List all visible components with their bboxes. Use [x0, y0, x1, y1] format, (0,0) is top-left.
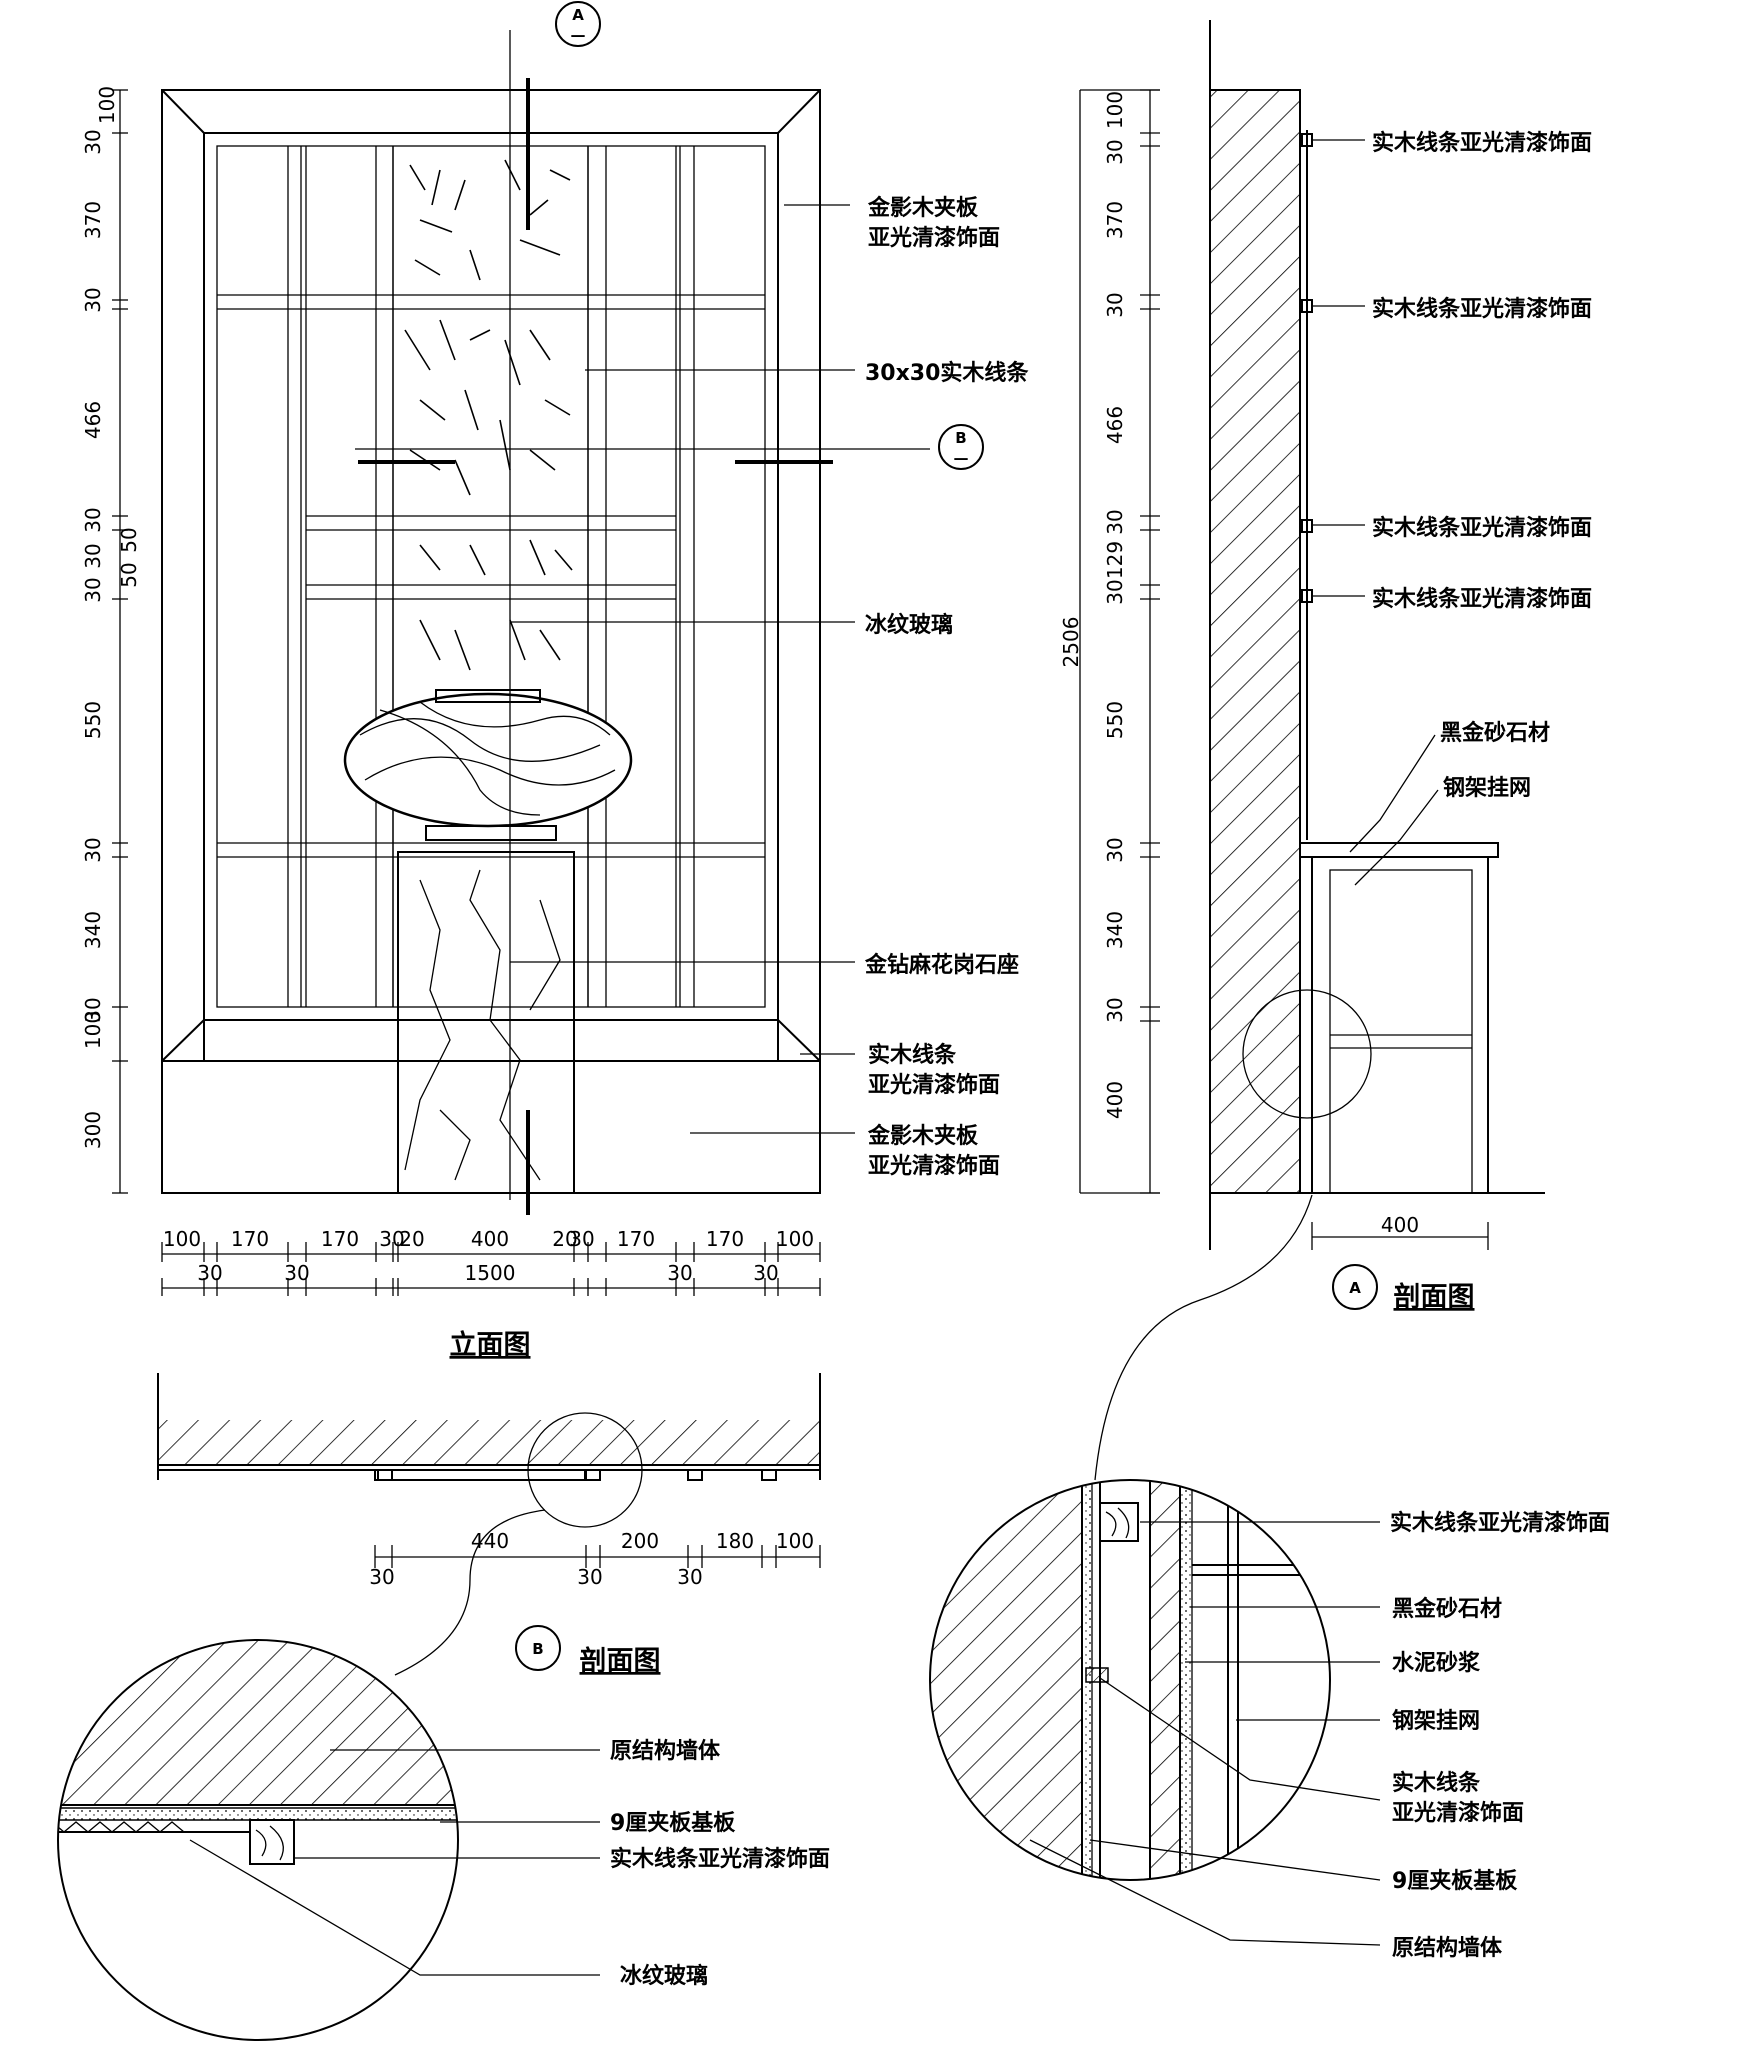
- section-a-letter: A: [1349, 1279, 1361, 1297]
- label-moulding: 实木线条亚光清漆饰面: [868, 1042, 1000, 1098]
- svg-text:—: —: [571, 26, 586, 44]
- label-timber-strip: 30x30实木线条: [865, 360, 1029, 386]
- elevation-left-dim: 30: [81, 507, 105, 532]
- elevation-bottom-dim: 100: [163, 1227, 201, 1251]
- label-a-detail-steel-mesh: 钢架挂网: [1392, 1708, 1480, 1734]
- section-a-dim: 30: [1103, 509, 1127, 534]
- elevation-bottom-dim: 30: [753, 1261, 778, 1285]
- elevation-bottom-dim: 30: [379, 1227, 404, 1251]
- section-b-dimensions: 440 200 180 100 30 30 30: [369, 1529, 821, 1589]
- elevation-bottom-dim: 1500: [465, 1261, 516, 1285]
- section-b-dim: 30: [369, 1565, 394, 1589]
- section-a-dim: 129: [1103, 541, 1127, 579]
- detail-a: 实木线条亚光清漆饰面 黑金砂石材 水泥砂浆 钢架挂网 实木线条亚光清漆饰面 9厘…: [929, 1194, 1610, 1961]
- section-a-dim: 100: [1103, 91, 1127, 129]
- svg-text:A: A: [572, 6, 584, 24]
- elevation-left-dim: 30: [81, 997, 105, 1022]
- section-a-dim: 466: [1103, 406, 1127, 444]
- label-ice-glass: 冰纹玻璃: [865, 612, 953, 638]
- elevation-left-dim: 100: [95, 86, 119, 124]
- section-a-dim: 30: [1103, 292, 1127, 317]
- elevation-bottom-dim: 170: [231, 1227, 269, 1251]
- ice-glass-pattern: [404, 159, 573, 671]
- section-a-view: 实木线条亚光清漆饰面 实木线条亚光清漆饰面 实木线条亚光清漆饰面 实木线条亚光清…: [1059, 20, 1592, 1313]
- section-a-total: 2506: [1059, 617, 1083, 668]
- section-a-dim: 30: [1103, 837, 1127, 862]
- label-a-moulding-4: 实木线条亚光清漆饰面: [1372, 586, 1592, 612]
- elevation-bottom-dim: 30: [197, 1261, 222, 1285]
- section-b-letter: B: [532, 1640, 543, 1658]
- elevation-left-dim: 100: [81, 1011, 105, 1049]
- label-a-detail-wall: 原结构墙体: [1392, 1935, 1503, 1961]
- elevation-title: 立面图: [450, 1329, 531, 1361]
- section-a-dim: 30: [1103, 579, 1127, 604]
- label-b-moulding: 实木线条亚光清漆饰面: [610, 1846, 830, 1872]
- elevation-left-dim: 30: [81, 577, 105, 602]
- label-a-stone: 黑金砂石材: [1440, 720, 1550, 746]
- label-panel-finish: 金影木夹板亚光清漆饰面: [867, 195, 1000, 251]
- label-a-detail-moulding: 实木线条亚光清漆饰面: [1390, 1510, 1610, 1536]
- elevation-bottom-dim: 30: [667, 1261, 692, 1285]
- label-a-moulding-2: 实木线条亚光清漆饰面: [1372, 296, 1592, 322]
- elevation-left-dim: 300: [81, 1111, 105, 1149]
- section-b-dim: 30: [577, 1565, 602, 1589]
- elevation-left-dim: 30: [81, 129, 105, 154]
- section-a-dim: 340: [1103, 911, 1127, 949]
- elevation-left-dim: 30: [81, 543, 105, 568]
- section-b-title: 剖面图: [580, 1645, 661, 1677]
- section-a-bottom-dim: 400: [1381, 1213, 1419, 1237]
- svg-text:—: —: [954, 449, 969, 467]
- section-marker-b: B —: [938, 424, 984, 470]
- section-b-view: 440 200 180 100 30 30 30 B 剖面图: [157, 1373, 821, 1677]
- section-b-dim: 180: [716, 1529, 754, 1553]
- granite-pedestal: [397, 851, 575, 1194]
- elevation-left-dim: 550: [81, 701, 105, 739]
- label-a-detail-mortar: 水泥砂浆: [1392, 1650, 1481, 1676]
- elevation-bottom-dim: 30: [569, 1227, 594, 1251]
- section-a-dim: 30: [1103, 139, 1127, 164]
- section-a-dim: 370: [1103, 201, 1127, 239]
- label-b-plywood: 9厘夹板基板: [610, 1811, 736, 1836]
- vase: [343, 689, 633, 841]
- section-a-dim: 30: [1103, 997, 1127, 1022]
- elevation-view: A — B — 金影木夹板亚光清漆饰面 30x30实木线条 冰纹玻璃 金钻麻花岗…: [81, 1, 1029, 1361]
- label-b-glass: 冰纹玻璃: [620, 1963, 708, 1989]
- elevation-left-dim: 50: [117, 527, 141, 552]
- elevation-bottom-dim: 170: [321, 1227, 359, 1251]
- elevation-bottom-dim: 170: [617, 1227, 655, 1251]
- elevation-bottom-dim: 400: [471, 1227, 509, 1251]
- label-a-detail-stone: 黑金砂石材: [1392, 1596, 1502, 1622]
- section-marker-a: A —: [555, 1, 601, 47]
- label-a-steel-mesh: 钢架挂网: [1443, 775, 1531, 801]
- elevation-left-dim: 50: [117, 562, 141, 587]
- section-a-title: 剖面图: [1394, 1281, 1475, 1313]
- elevation-left-dim: 466: [81, 401, 105, 439]
- elevation-bottom-dim: 170: [706, 1227, 744, 1251]
- elevation-left-dim: 30: [81, 837, 105, 862]
- label-a-detail-moulding-2: 实木线条亚光清漆饰面: [1392, 1770, 1524, 1826]
- elevation-left-dim: 340: [81, 911, 105, 949]
- label-a-moulding-3: 实木线条亚光清漆饰面: [1372, 515, 1592, 541]
- label-granite-base: 金钻麻花岗石座: [864, 952, 1019, 978]
- label-a-detail-plywood: 9厘夹板基板: [1392, 1869, 1518, 1894]
- elevation-left-dim: 30: [81, 287, 105, 312]
- section-b-dim: 200: [621, 1529, 659, 1553]
- section-b-dim: 30: [677, 1565, 702, 1589]
- section-a-dim: 550: [1103, 701, 1127, 739]
- elevation-left-dim: 370: [81, 201, 105, 239]
- elevation-bottom-dim: 100: [776, 1227, 814, 1251]
- svg-text:B: B: [955, 429, 966, 447]
- detail-b: 原结构墙体 9厘夹板基板 实木线条亚光清漆饰面 冰纹玻璃: [57, 1639, 830, 2041]
- section-b-dim: 440: [471, 1529, 509, 1553]
- label-panel-finish-lower: 金影木夹板亚光清漆饰面: [867, 1123, 1000, 1179]
- section-b-dim: 100: [776, 1529, 814, 1553]
- label-b-wall: 原结构墙体: [610, 1738, 721, 1764]
- label-a-moulding-1: 实木线条亚光清漆饰面: [1372, 130, 1592, 156]
- section-a-dim: 400: [1103, 1081, 1127, 1119]
- elevation-bottom-dim: 20: [399, 1227, 424, 1251]
